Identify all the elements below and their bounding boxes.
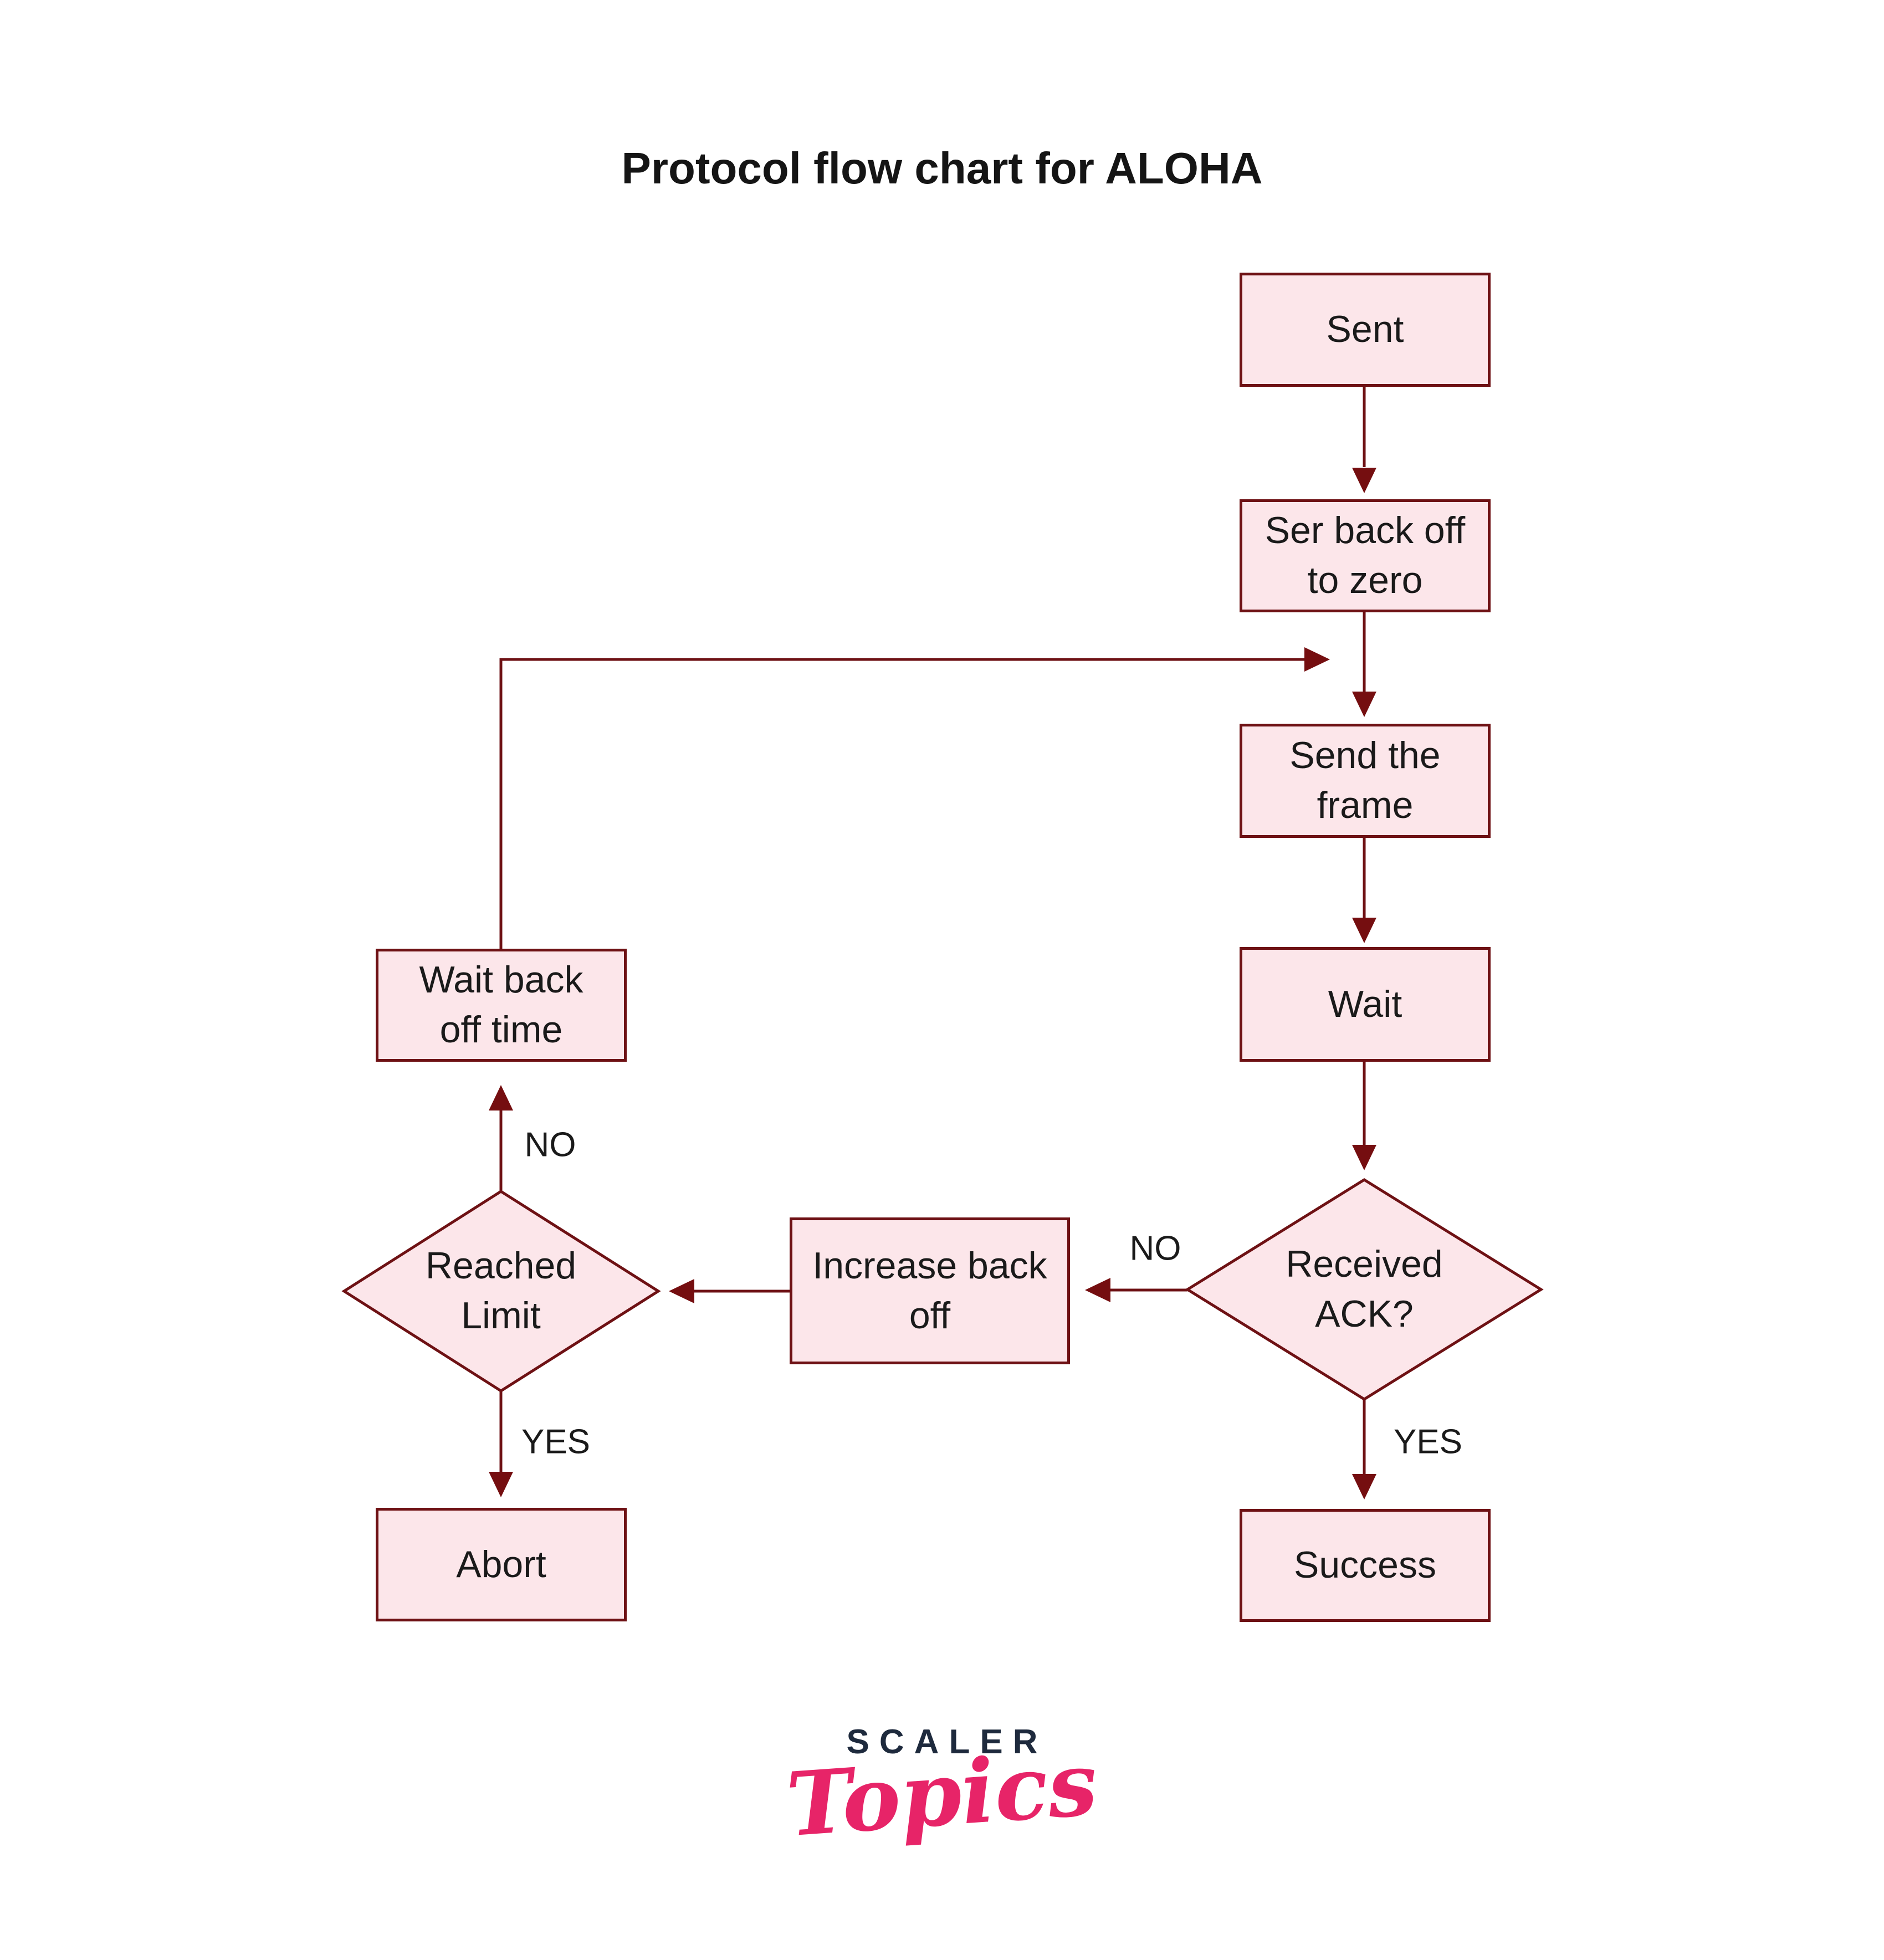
arrowhead-left-icon [1085,1278,1110,1302]
edge-label-reached-limit-yes: YES [521,1422,591,1461]
node-sent: Sent [1240,273,1491,387]
node-increase-back-off: Increase back off [790,1217,1070,1364]
edge-label-received-ack-yes: YES [1393,1422,1463,1461]
decision-received-ack-label: Received ACK? [1286,1243,1443,1335]
arrowhead-left-icon [669,1279,694,1303]
edge-label-received-ack-no: NO [1129,1229,1181,1268]
node-set-back-off: Ser back off to zero [1240,499,1491,612]
arrowhead-right-icon [1304,647,1330,672]
arrowhead-down-icon [1352,692,1376,717]
arrowhead-up-icon [489,1085,513,1111]
arrowhead-down-icon [1352,468,1376,493]
page-title: Protocol flow chart for ALOHA [621,144,1263,193]
logo-product-text: Topics [783,1732,1100,1857]
edge-waitbackoff-feedback [499,658,1306,949]
arrowhead-down-icon [1352,1145,1376,1170]
arrowhead-down-icon [489,1472,513,1497]
node-wait-back-off: Wait back off time [376,949,627,1062]
node-success: Success [1240,1509,1491,1622]
node-abort: Abort [376,1508,627,1621]
logo-brand-text: SCALER [846,1723,1048,1761]
arrowhead-down-icon [1352,918,1376,943]
node-send-frame: Send the frame [1240,724,1491,838]
decision-reached-limit-label: Reached Limit [425,1245,577,1337]
arrowhead-down-icon [1352,1474,1376,1500]
edge-label-reached-limit-no: NO [524,1125,576,1164]
node-wait: Wait [1240,947,1491,1062]
scaler-topics-logo: SCALER Topics [0,1718,1884,1895]
